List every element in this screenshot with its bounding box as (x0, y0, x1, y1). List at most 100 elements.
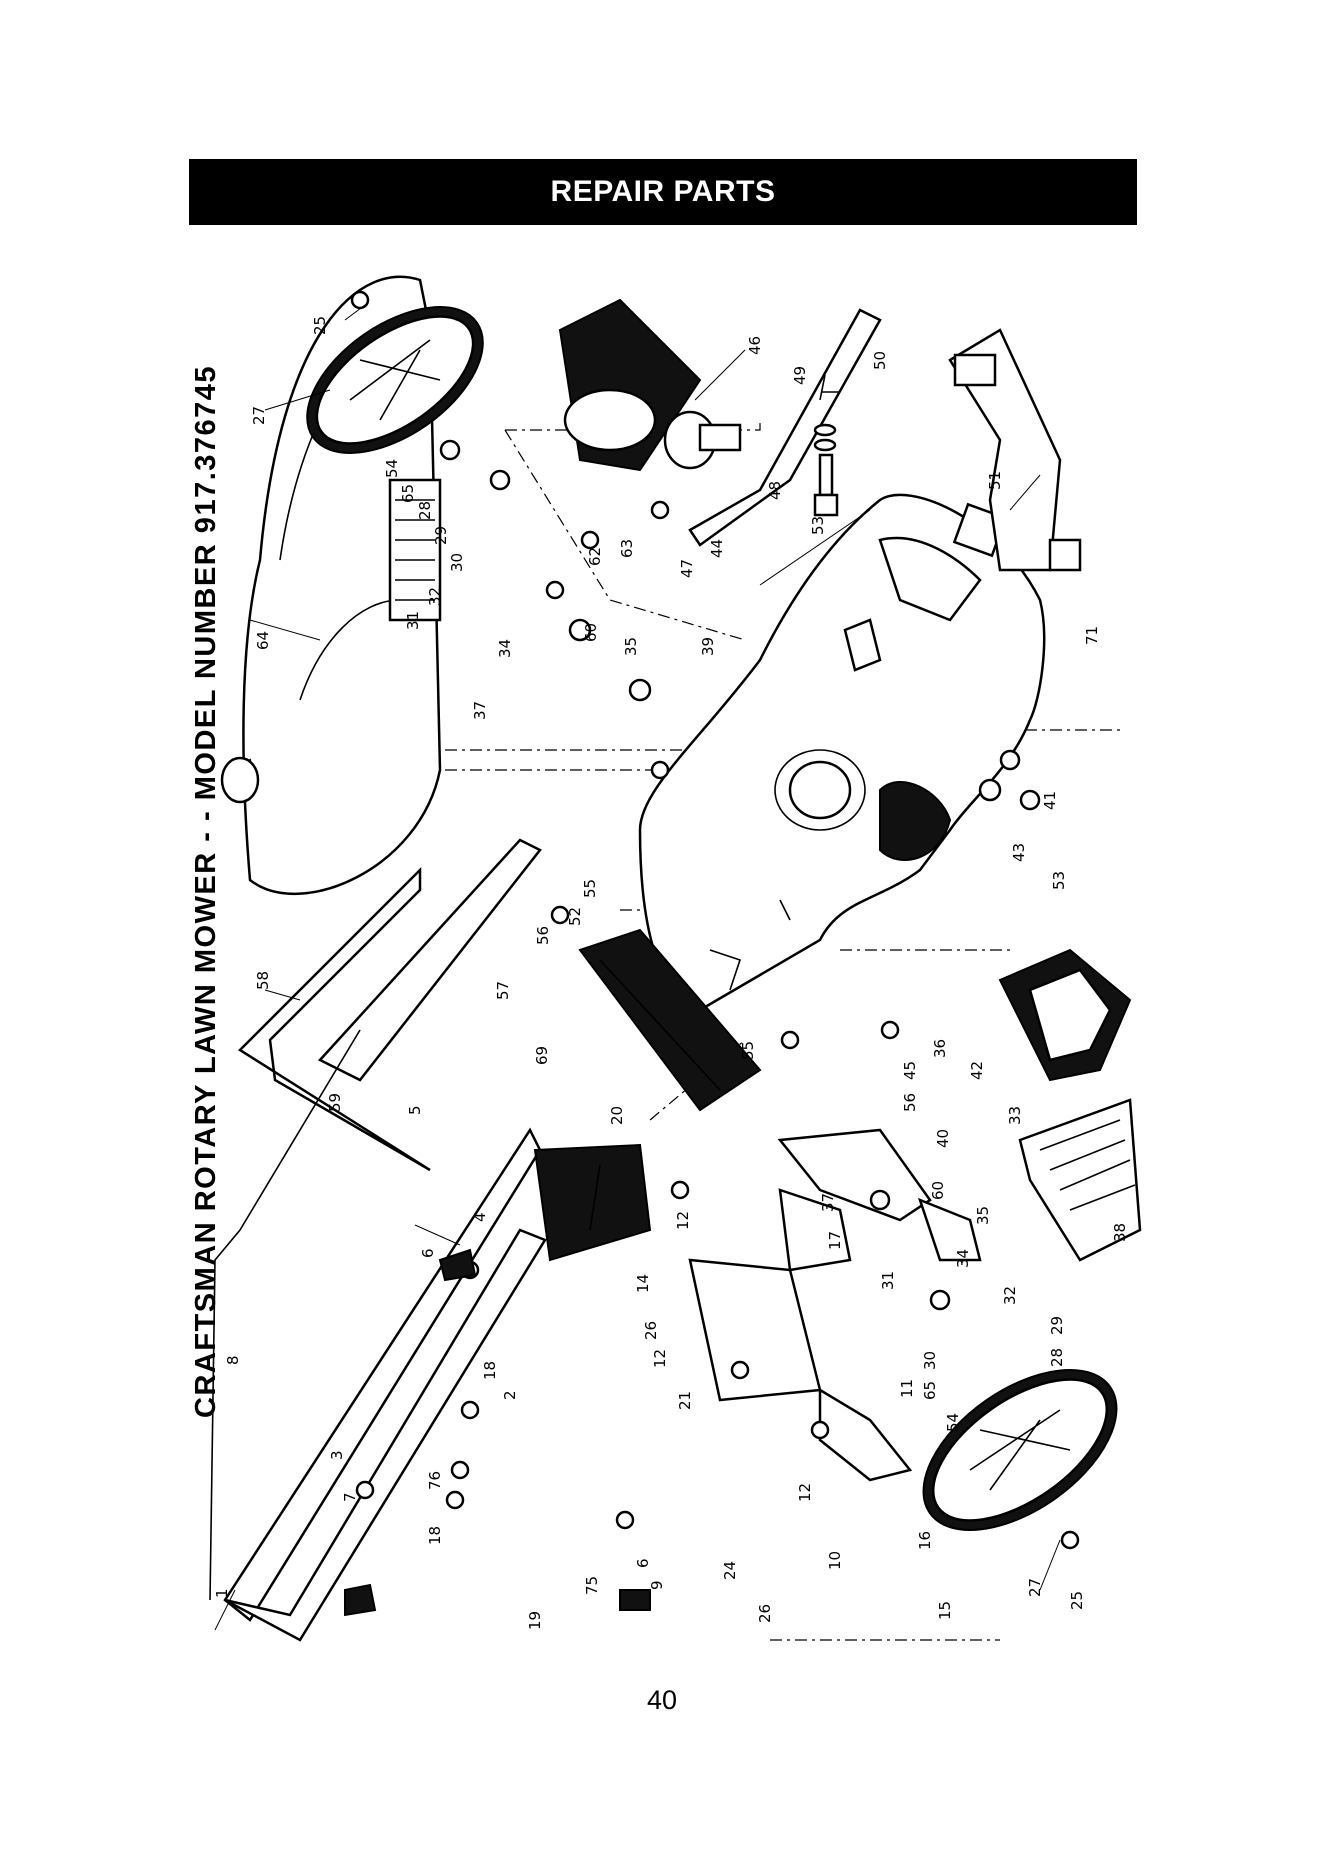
callout-36: 36 (931, 1039, 949, 1058)
page-title: REPAIR PARTS (550, 175, 776, 208)
callout-18-b: 18 (426, 1526, 444, 1545)
callout-11: 11 (898, 1379, 916, 1398)
callout-54-low: 54 (944, 1413, 962, 1432)
page-number: 40 (646, 1685, 678, 1715)
callout-58: 58 (254, 971, 272, 990)
callout-75: 75 (583, 1576, 601, 1595)
callout-35-low: 35 (974, 1206, 992, 1225)
callout-65-low: 65 (921, 1381, 939, 1400)
callout-62: 62 (586, 547, 604, 566)
callout-28-low: 28 (1048, 1348, 1066, 1367)
callout-52: 52 (566, 907, 584, 926)
callout-37-top: 37 (471, 701, 489, 720)
callout-60-top: 60 (582, 623, 600, 642)
callout-55-low: 55 (739, 1041, 757, 1060)
callout-53-mid: 53 (1050, 871, 1068, 890)
callout-30-low: 30 (921, 1351, 939, 1370)
rear-wheel-top (306, 306, 484, 454)
callout-29-top: 29 (432, 526, 450, 545)
callout-14: 14 (634, 1274, 652, 1293)
callout-18-a: 18 (481, 1361, 499, 1380)
callout-37-low: 37 (819, 1193, 837, 1212)
axle-bracket (688, 1188, 913, 1482)
callout-12-b: 12 (651, 1349, 669, 1368)
callout-15: 15 (936, 1601, 954, 1620)
callout-27-top: 27 (250, 406, 268, 425)
hardware (344, 290, 1080, 1617)
callout-35-top: 35 (622, 637, 640, 656)
callout-40: 40 (934, 1129, 952, 1148)
callout-71: 71 (1083, 626, 1101, 645)
callout-64: 64 (254, 631, 272, 650)
callout-41: 41 (1041, 791, 1059, 810)
callout-60-low: 60 (929, 1181, 947, 1200)
callout-69: 69 (533, 1046, 551, 1065)
callout-44: 44 (708, 539, 726, 558)
callout-12-a: 12 (674, 1211, 692, 1230)
callout-38: 38 (1111, 1223, 1129, 1242)
callout-57: 57 (494, 981, 512, 1000)
callout-42: 42 (968, 1061, 986, 1080)
callout-4: 4 (471, 1212, 489, 1222)
callout-39: 39 (699, 637, 717, 656)
height-adjuster (777, 1128, 982, 1262)
callout-5: 5 (406, 1105, 424, 1115)
callout-20: 20 (608, 1106, 626, 1125)
callout-48: 48 (766, 481, 784, 500)
callout-46: 46 (746, 336, 764, 355)
callout-10: 10 (826, 1551, 844, 1570)
callout-45: 45 (901, 1061, 919, 1080)
callout-47: 47 (678, 559, 696, 578)
callout-63: 63 (618, 539, 636, 558)
callout-33: 33 (1006, 1106, 1024, 1125)
rear-chute-shield (948, 328, 1082, 572)
mower-deck (638, 493, 1046, 1012)
callout-30-top: 30 (448, 553, 466, 572)
front-wheel-bottom (922, 1369, 1118, 1531)
rear-door (533, 1143, 652, 1262)
leader-lines (214, 304, 1061, 1631)
callout-56-top: 56 (534, 926, 552, 945)
callout-3: 3 (328, 1450, 346, 1460)
callout-2: 2 (501, 1390, 519, 1400)
blade-bolt (813, 423, 839, 517)
callout-6-a: 6 (419, 1248, 437, 1258)
callout-34-low: 34 (954, 1249, 972, 1268)
callout-31-low: 31 (879, 1271, 897, 1290)
callout-27-bottom: 27 (1026, 1578, 1044, 1597)
callout-labels: 27 25 54 65 28 29 30 32 31 64 46 62 63 4… (213, 316, 1129, 1630)
callout-32-low: 32 (1001, 1286, 1019, 1305)
callout-8: 8 (224, 1355, 242, 1365)
callout-54-top: 54 (383, 459, 401, 478)
callout-17: 17 (826, 1231, 844, 1250)
callout-1: 1 (213, 1588, 231, 1598)
callout-7: 7 (341, 1492, 359, 1502)
front-shield (578, 928, 762, 1112)
callout-16: 16 (916, 1531, 934, 1550)
callout-56-low: 56 (901, 1093, 919, 1112)
callout-34-top: 34 (496, 639, 514, 658)
callout-50: 50 (871, 351, 889, 370)
callout-76: 76 (426, 1471, 444, 1490)
grass-bag (1018, 1098, 1142, 1262)
callout-59: 59 (326, 1093, 344, 1112)
callout-19: 19 (526, 1611, 544, 1630)
callout-51: 51 (986, 471, 1004, 490)
callout-29-low: 29 (1048, 1316, 1066, 1335)
header-bar: REPAIR PARTS (189, 159, 1137, 225)
callout-25-bottom: 25 (1068, 1591, 1086, 1610)
bag-frame (998, 948, 1132, 1082)
callout-28-top: 28 (416, 501, 434, 520)
baffle (558, 298, 742, 472)
callout-31-top: 31 (404, 611, 422, 630)
blade (688, 308, 882, 547)
callout-6-b: 6 (634, 1558, 652, 1568)
callout-26-a: 26 (642, 1321, 660, 1340)
callout-25-top: 25 (311, 316, 329, 335)
callout-43: 43 (1010, 843, 1028, 862)
callout-55-mid: 55 (581, 879, 599, 898)
upper-handle (209, 838, 547, 1642)
callout-53-top: 53 (809, 516, 827, 535)
callout-32-top: 32 (426, 587, 444, 606)
